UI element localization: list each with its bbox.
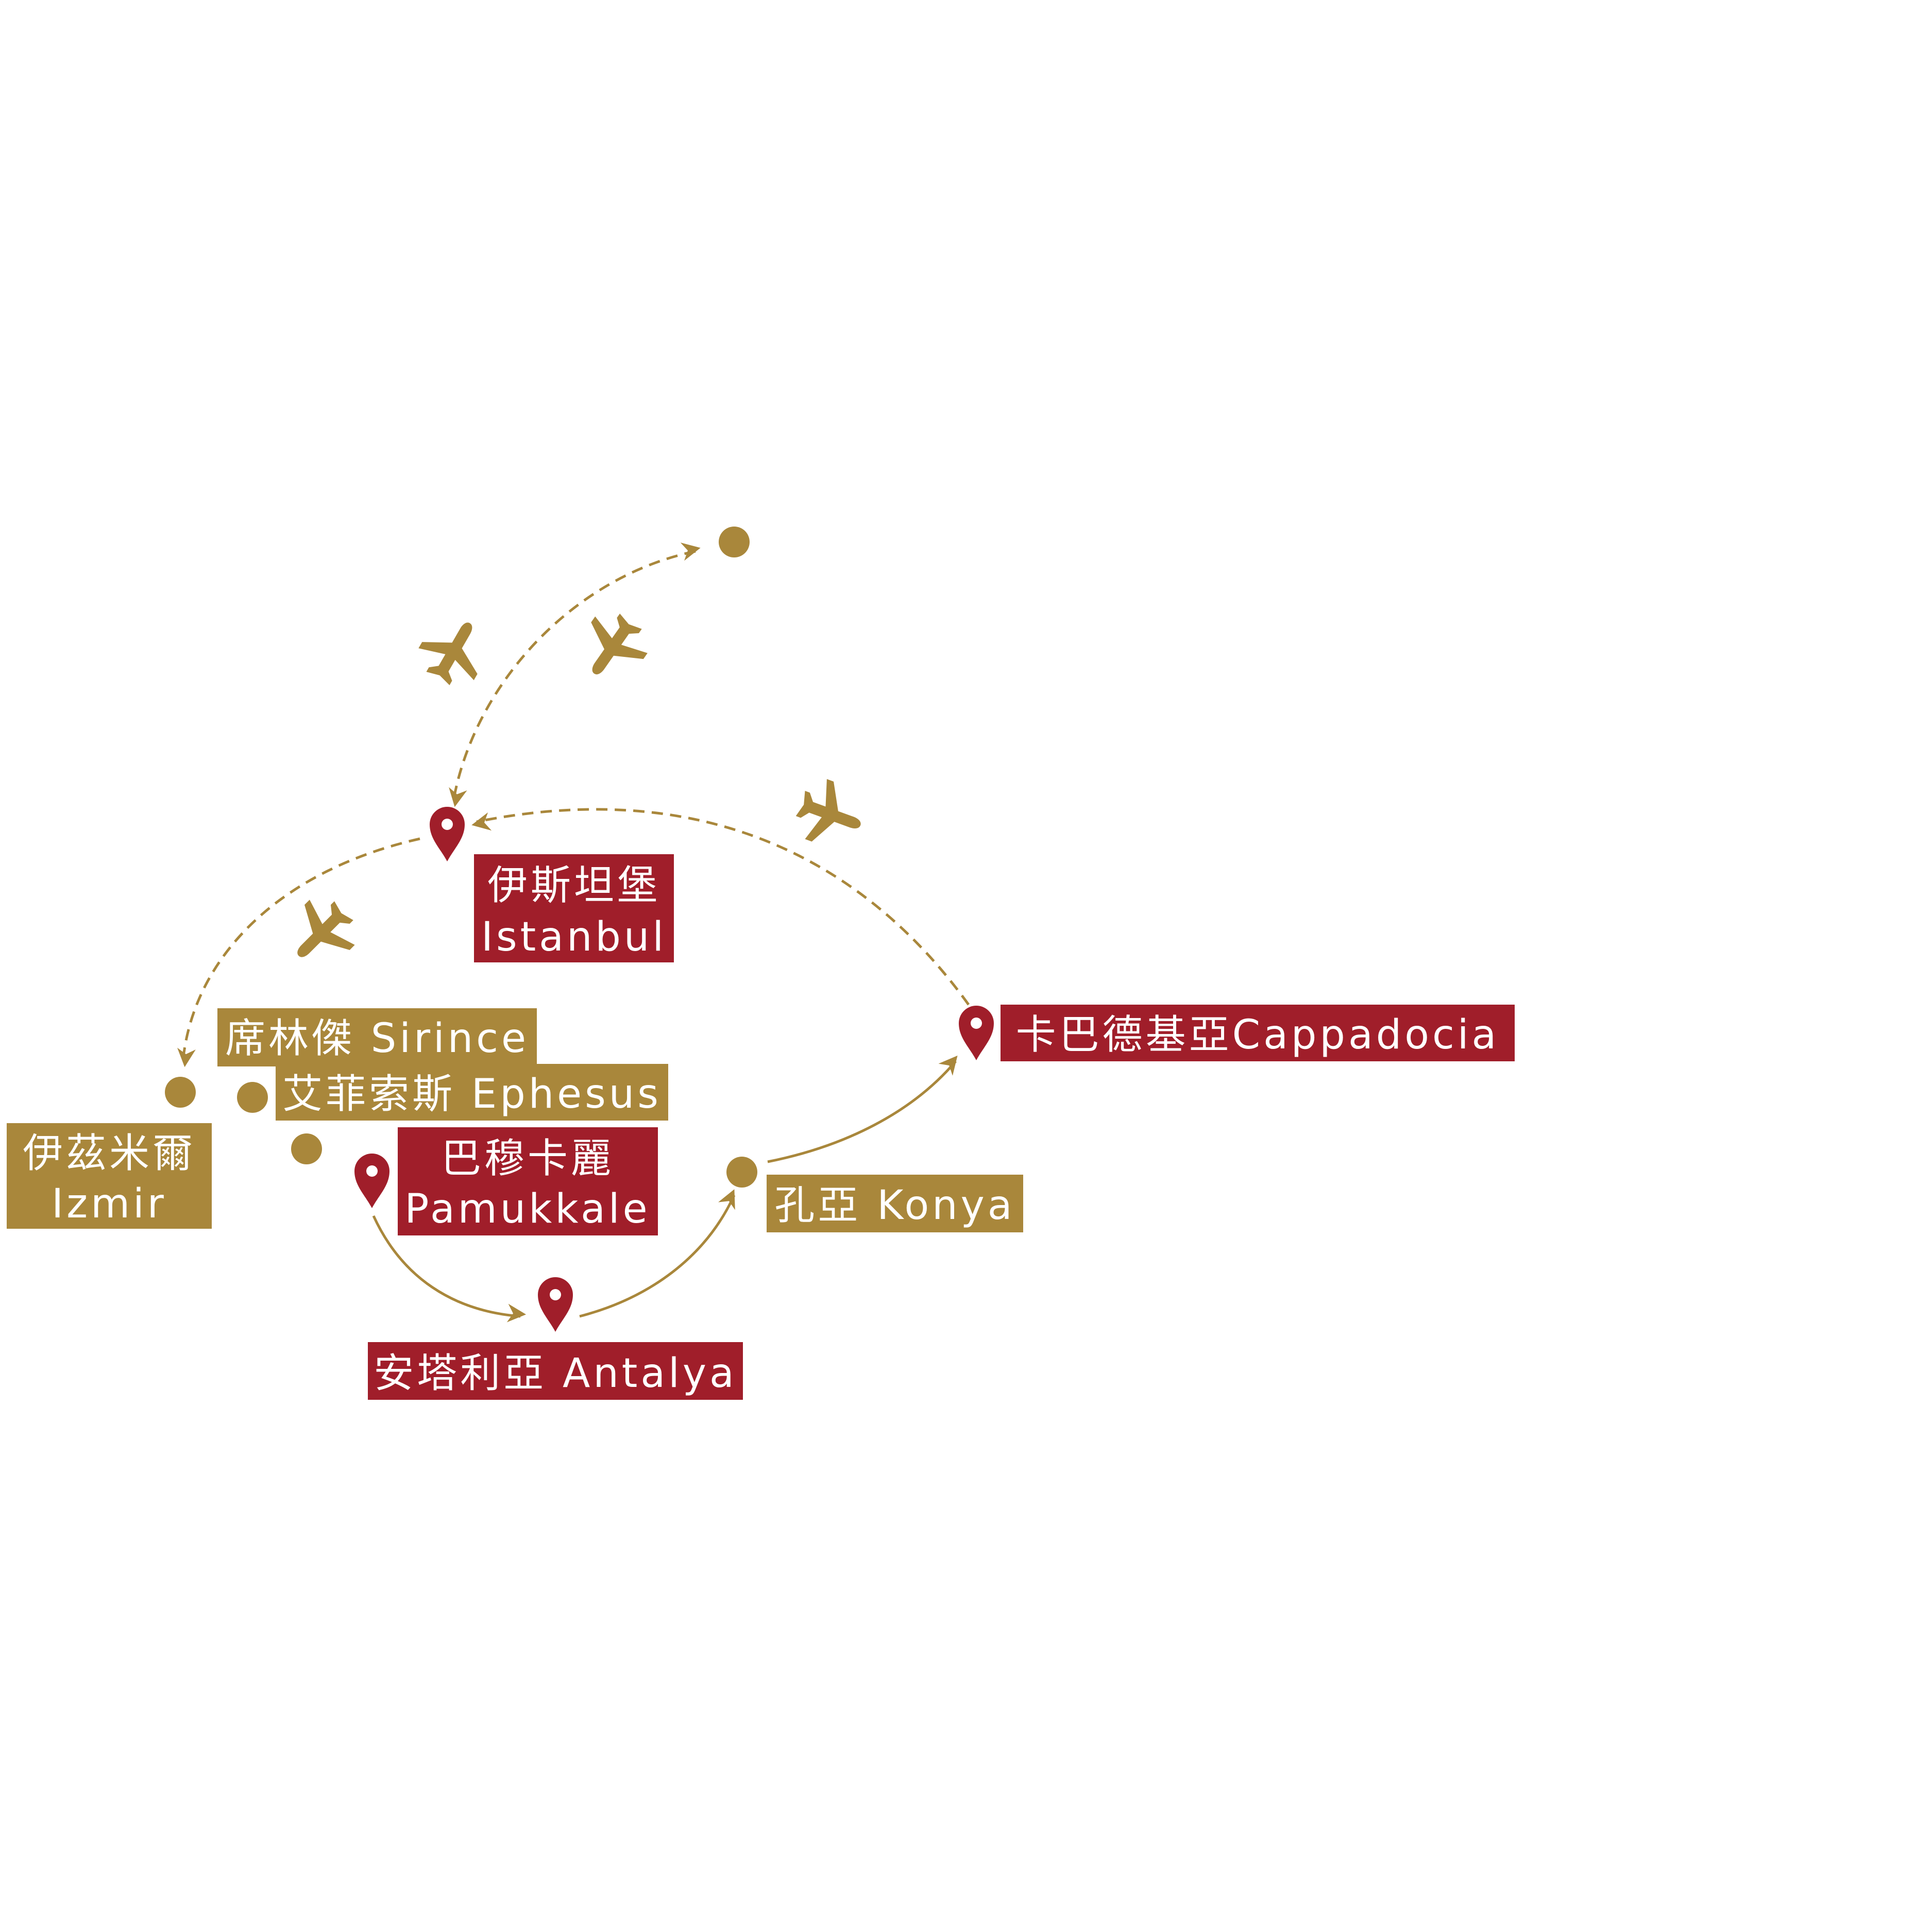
label-pamukkale: 巴穆卡麗 Pamukkale	[398, 1127, 658, 1235]
ephesus-dot	[237, 1082, 268, 1113]
svg-text:Izmir: Izmir	[52, 1181, 167, 1227]
airplane-icon	[789, 773, 872, 856]
flight-path-istanbul-izmir	[177, 837, 420, 1067]
airplane-icon	[410, 607, 498, 694]
label-izmir: 伊茲米爾 Izmir	[7, 1123, 212, 1229]
label-sirince: 席林傑 Sirince	[217, 1008, 537, 1066]
road-path-konya-cappadocia	[767, 1055, 958, 1163]
label-konya: 孔亞 Konya	[767, 1175, 1023, 1232]
svg-text:席林傑 Sirince: 席林傑 Sirince	[225, 1015, 529, 1062]
izmir-dot	[165, 1077, 196, 1108]
flight-path-origin-istanbul	[449, 543, 701, 807]
svg-text:卡巴德基亞Cappadocia: 卡巴德基亞Cappadocia	[1016, 1012, 1500, 1058]
flight-path-cappadocia-istanbul	[471, 808, 970, 1006]
konya-dot	[726, 1157, 757, 1188]
svg-text:伊斯坦堡: 伊斯坦堡	[487, 862, 660, 909]
road-path-pamukkale-antalya	[372, 1215, 527, 1323]
road-path-antalya-konya	[579, 1189, 736, 1318]
origin-dot	[719, 527, 750, 557]
svg-text:艾菲索斯 Ephesus: 艾菲索斯 Ephesus	[282, 1071, 662, 1117]
airplane-icon	[276, 888, 367, 979]
pin-icon	[430, 807, 465, 861]
svg-text:Istanbul: Istanbul	[481, 914, 667, 960]
label-cappadocia: 卡巴德基亞Cappadocia	[1001, 1005, 1515, 1061]
svg-text:孔亞 Konya: 孔亞 Konya	[774, 1182, 1015, 1229]
pin-icon	[354, 1154, 389, 1208]
pin-icon	[959, 1006, 994, 1060]
label-istanbul: 伊斯坦堡 Istanbul	[474, 854, 674, 962]
svg-text:伊茲米爾: 伊茲米爾	[23, 1130, 196, 1177]
svg-text:Pamukkale: Pamukkale	[404, 1186, 650, 1232]
label-ephesus: 艾菲索斯 Ephesus	[276, 1064, 668, 1121]
airplane-icon	[568, 603, 657, 692]
svg-text:安塔利亞 Antalya: 安塔利亞 Antalya	[374, 1350, 737, 1397]
sirince-dot	[291, 1133, 322, 1164]
svg-text:巴穆卡麗: 巴穆卡麗	[441, 1136, 614, 1182]
pin-icon	[538, 1277, 573, 1332]
label-antalya: 安塔利亞 Antalya	[368, 1342, 743, 1400]
